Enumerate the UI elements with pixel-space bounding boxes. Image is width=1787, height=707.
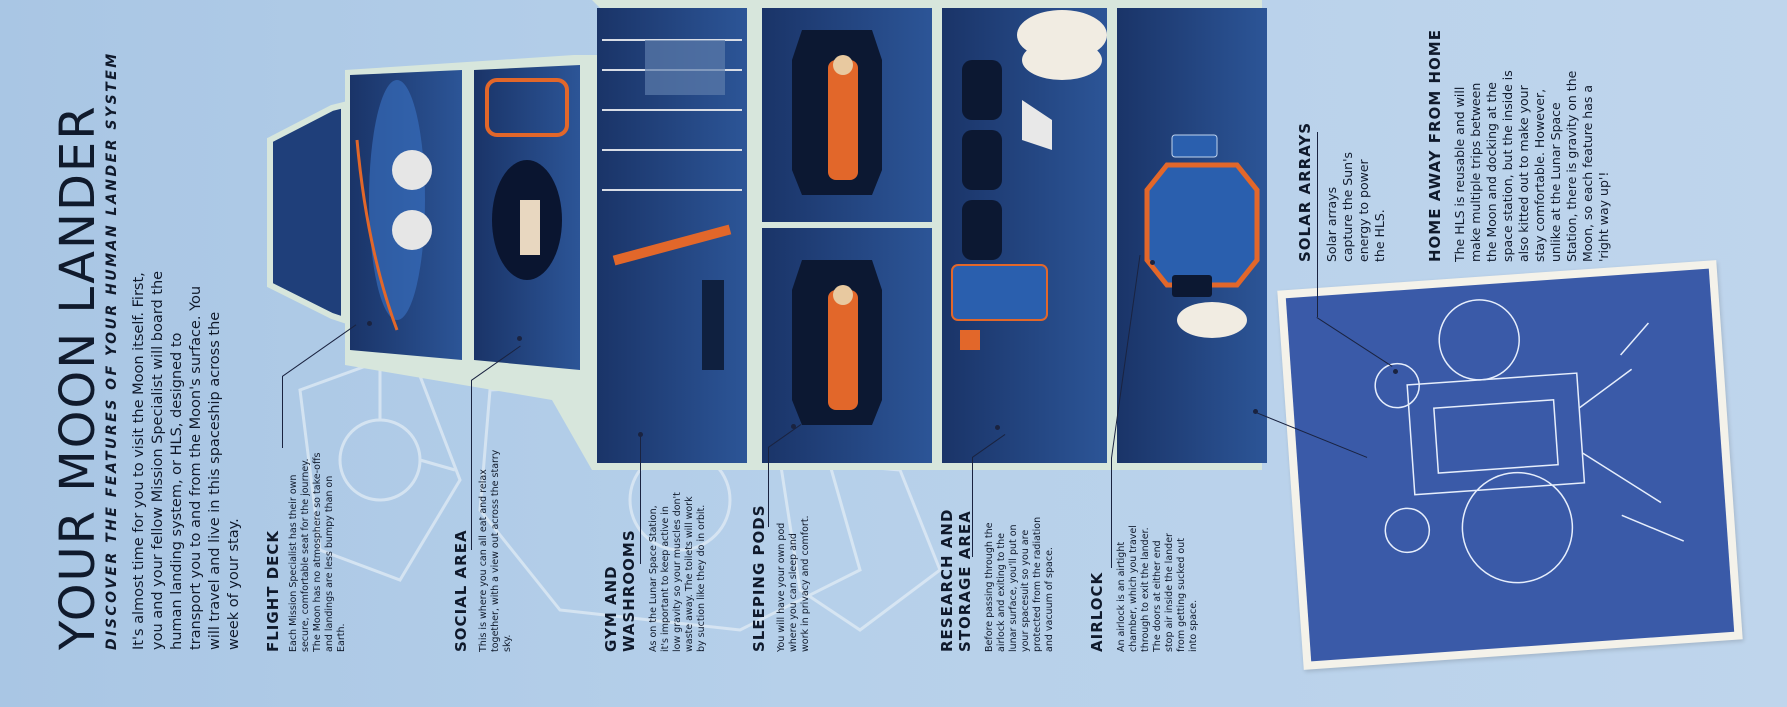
solar-arrays-leader xyxy=(1317,132,1318,317)
home-away-title: HOME AWAY FROM HOME xyxy=(1426,29,1444,262)
research-leader xyxy=(972,457,973,557)
social-area-marker xyxy=(517,336,522,341)
gym-body: As on the Lunar Space Station, it's impo… xyxy=(648,492,707,652)
sleeping-pods-body: You will have your own pod where you can… xyxy=(776,515,811,652)
lander-cross-section xyxy=(267,0,1267,470)
gym-title-line2: WASHROOMS xyxy=(620,529,638,652)
home-away-body: The HLS is reusable and will make multip… xyxy=(1452,70,1611,262)
airlock-leader xyxy=(1111,458,1112,568)
social-area-leader xyxy=(471,380,472,550)
intro-text: It's almost time for you to visit the Mo… xyxy=(131,270,242,650)
airlock-body: An airlock is an airtight chamber, which… xyxy=(1116,525,1199,652)
flight-deck-marker xyxy=(367,321,372,326)
social-area-title: SOCIAL AREA xyxy=(452,529,470,652)
solar-arrays-marker xyxy=(1393,369,1398,374)
research-title-line2: STORAGE AREA xyxy=(956,510,974,652)
sleeping-pods-title: SLEEPING PODS xyxy=(750,504,768,652)
research-body: Before passing through the airlock and e… xyxy=(984,516,1055,652)
solar-arrays-body: Solar arrays capture the Sun's energy to… xyxy=(1324,151,1387,262)
research-title-line1: RESEARCH AND xyxy=(938,508,956,652)
blueprint-marker xyxy=(1253,409,1258,414)
sleeping-pods-leader xyxy=(768,447,769,527)
airlock-marker xyxy=(1150,260,1155,265)
flight-deck-body: Each Mission Specialist has their own se… xyxy=(288,452,347,652)
research-marker xyxy=(995,425,1000,430)
gym-title-line1: GYM AND xyxy=(602,565,620,652)
flight-deck-leader xyxy=(282,376,283,448)
blueprint-card xyxy=(1277,260,1743,670)
social-area-body: This is where you can all eat and relax … xyxy=(478,449,513,652)
page-subtitle: DISCOVER THE FEATURES OF YOUR HUMAN LAND… xyxy=(104,51,120,650)
page-title: YOUR MOON LANDER xyxy=(50,104,106,650)
sleeping-pods-marker xyxy=(791,424,796,429)
gym-marker xyxy=(638,432,643,437)
flight-deck-title: FLIGHT DECK xyxy=(264,529,282,652)
airlock-title: AIRLOCK xyxy=(1088,571,1106,652)
solar-arrays-title: SOLAR ARRAYS xyxy=(1296,121,1314,262)
lander-blueprint-drawing xyxy=(1374,299,1685,584)
gym-leader xyxy=(640,434,641,564)
